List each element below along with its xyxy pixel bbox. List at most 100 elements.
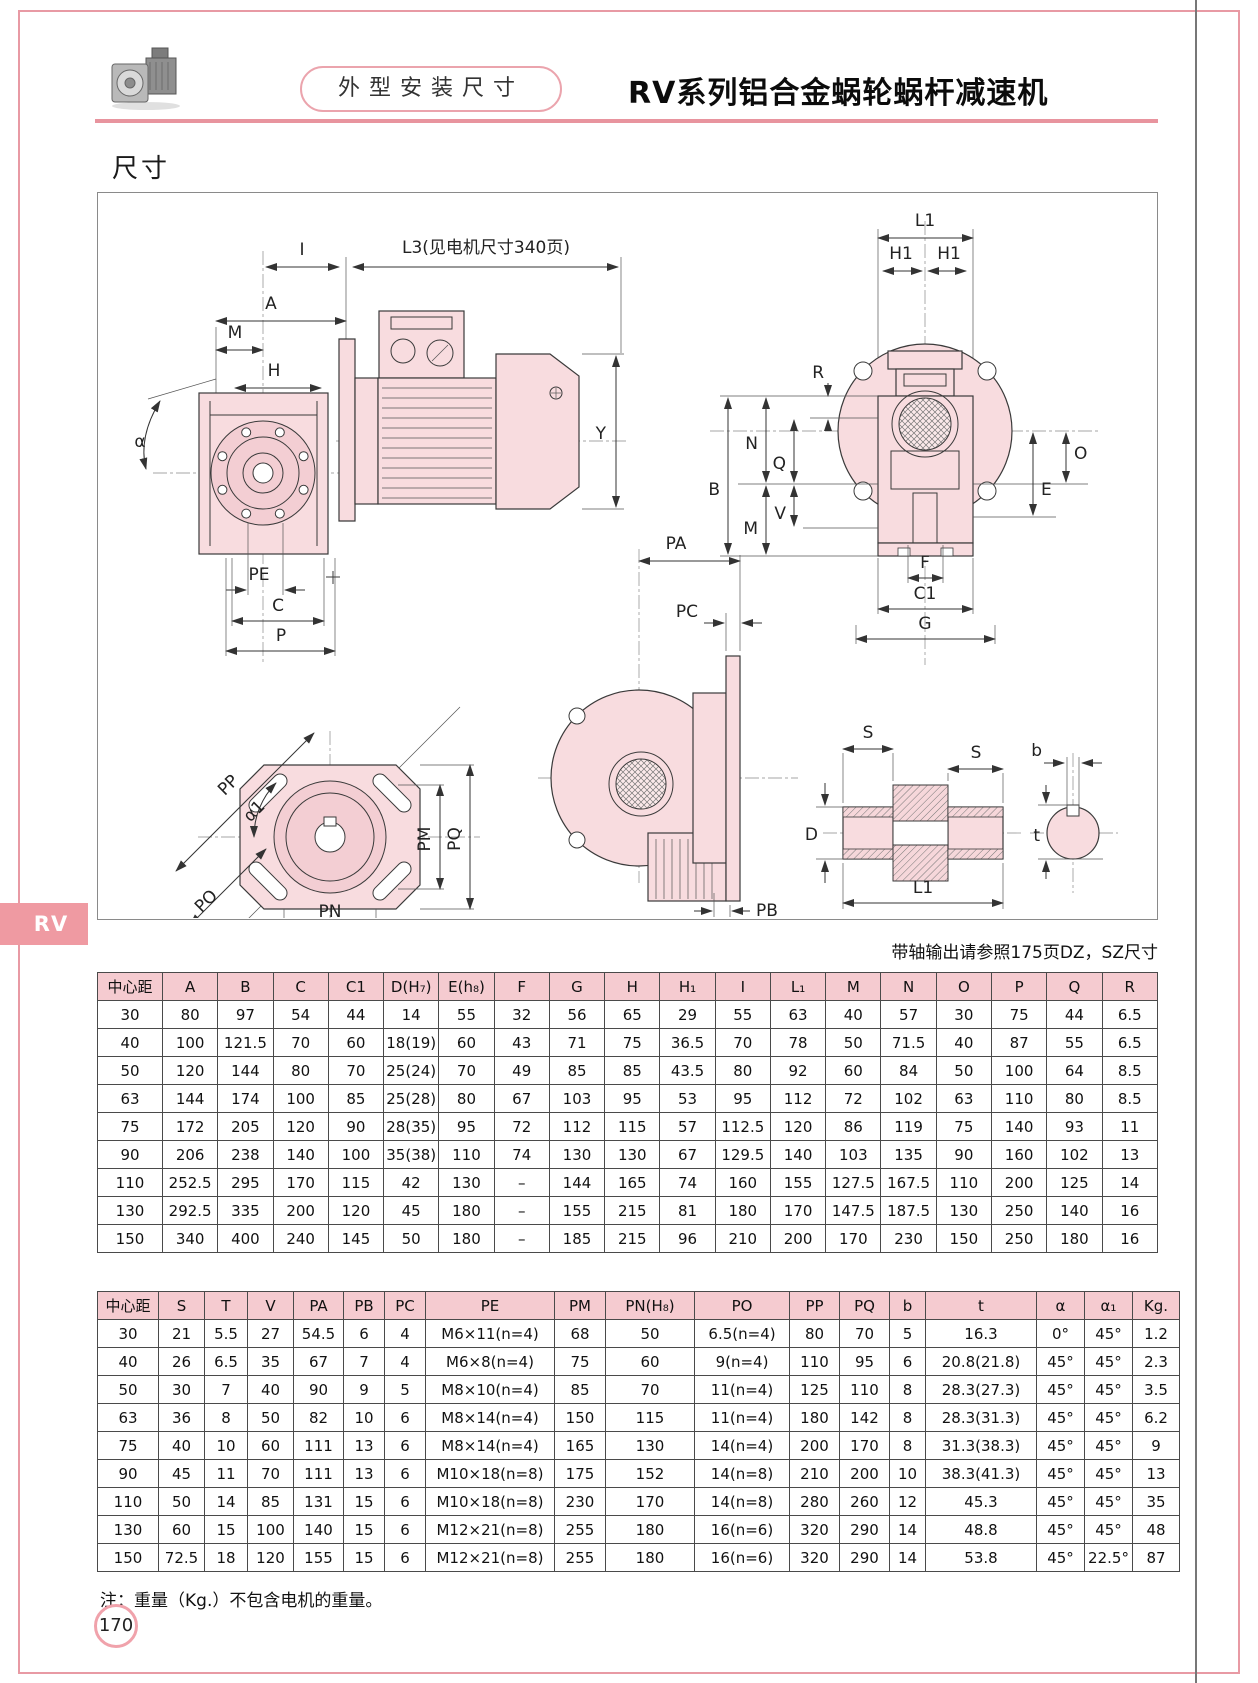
table-cell: 200 — [789, 1431, 840, 1460]
table-cell: 100 — [247, 1515, 294, 1544]
table-cell: 90 — [327, 1112, 385, 1141]
table-cell: 50 — [383, 1224, 440, 1253]
table-cell: 87 — [1132, 1543, 1180, 1572]
table-cell: 110 — [789, 1347, 840, 1376]
column-header: P — [990, 972, 1048, 1001]
table-cell: 3.5 — [1132, 1375, 1180, 1404]
dim-label-y: Y — [595, 424, 607, 444]
table-cell: 0° — [1036, 1319, 1085, 1348]
table-cell: 21 — [158, 1319, 205, 1348]
table-cell: 144 — [548, 1168, 606, 1197]
table-cell: 121.5 — [217, 1028, 274, 1057]
table-cell: 50 — [97, 1375, 159, 1404]
table-cell: 44 — [327, 1000, 385, 1029]
table-cell: 14 — [1101, 1168, 1159, 1197]
table-cell: 30 — [97, 1319, 159, 1348]
dim-label-c1: C1 — [914, 584, 937, 604]
table-cell: 95 — [604, 1084, 661, 1113]
column-header: E(h₈) — [438, 972, 495, 1001]
table-cell: 35 — [1132, 1487, 1180, 1516]
column-header: α₁ — [1084, 1291, 1133, 1320]
table-cell: 6 — [384, 1431, 426, 1460]
table-cell: 45° — [1084, 1431, 1133, 1460]
table-cell: 142 — [839, 1403, 890, 1432]
table-cell: 45° — [1036, 1403, 1085, 1432]
table-note: 带轴输出请参照175页DZ，SZ尺寸 — [891, 943, 1158, 963]
table-cell: 165 — [554, 1431, 606, 1460]
table-cell: 53 — [659, 1084, 716, 1113]
column-header: Kg. — [1132, 1291, 1180, 1320]
table-cell: – — [493, 1224, 550, 1253]
header-rule — [95, 119, 1158, 123]
table-cell: M12×21(n=8) — [425, 1515, 555, 1544]
table-cell: 75 — [604, 1028, 661, 1057]
view-shaft: S S D L1 — [805, 723, 1023, 909]
table-cell: 55 — [1046, 1028, 1103, 1057]
table-cell: 180 — [438, 1196, 495, 1225]
dim-label-pe: PE — [249, 565, 270, 585]
column-header: H — [604, 972, 661, 1001]
table-cell: 110 — [438, 1140, 495, 1169]
column-header: C1 — [327, 972, 385, 1001]
table-cell: 120 — [272, 1112, 329, 1141]
table-cell: 120 — [769, 1112, 827, 1141]
table-cell: 5 — [384, 1375, 426, 1404]
table-cell: 130 — [97, 1515, 159, 1544]
table-cell: 260 — [839, 1487, 890, 1516]
footer-note: 注：重量（Kg.）不包含电机的重量。 — [100, 1591, 383, 1611]
dim-label-m: M — [228, 323, 243, 343]
table-cell: 200 — [272, 1196, 329, 1225]
table-cell: 18 — [204, 1543, 248, 1572]
table-cell: 48.8 — [925, 1515, 1037, 1544]
table-cell: 30 — [935, 1000, 992, 1029]
table-cell: 103 — [548, 1084, 606, 1113]
column-header: PC — [384, 1291, 426, 1320]
dim-label-v: V — [774, 504, 786, 524]
view-rear: L1 H1 H1 B N Q M V — [708, 211, 1100, 665]
table-cell: 81 — [659, 1196, 716, 1225]
column-header: R — [1101, 972, 1159, 1001]
table-cell: 115 — [605, 1403, 695, 1432]
dim-label-po: PO — [191, 886, 222, 917]
table-cell: 10 — [204, 1431, 248, 1460]
table-cell: 63 — [97, 1403, 159, 1432]
table-cell: 112 — [769, 1084, 827, 1113]
table-cell: 72 — [493, 1112, 550, 1141]
table-cell: 70 — [714, 1028, 771, 1057]
table-cell: 6.5(n=4) — [694, 1319, 790, 1348]
table-cell: 130 — [605, 1431, 695, 1460]
dim-label-h1a: H1 — [889, 244, 913, 264]
table-cell: 111 — [293, 1431, 344, 1460]
table-cell: 75 — [97, 1112, 163, 1141]
table-cell: 155 — [293, 1543, 344, 1572]
table-cell: 6 — [889, 1347, 926, 1376]
table-cell: 14 — [889, 1543, 926, 1572]
table-cell: 28(35) — [383, 1112, 440, 1141]
table-cell: 90 — [97, 1140, 163, 1169]
column-header: PB — [343, 1291, 385, 1320]
table-cell: 112 — [548, 1112, 606, 1141]
table-cell: 11 — [1101, 1112, 1159, 1141]
dim-label-pc: PC — [676, 602, 698, 622]
table-cell: M10×18(n=8) — [425, 1459, 555, 1488]
table-cell: 100 — [327, 1140, 385, 1169]
table-cell: 40 — [158, 1431, 205, 1460]
table-cell: 64 — [1046, 1056, 1103, 1085]
table-cell: 14(n=4) — [694, 1431, 790, 1460]
table-cell: 206 — [161, 1140, 219, 1169]
column-header: I — [714, 972, 771, 1001]
column-header: 中心距 — [97, 1291, 159, 1320]
table-cell: 115 — [327, 1168, 385, 1197]
table-cell: 22.5° — [1084, 1543, 1133, 1572]
table-cell: 31.3(38.3) — [925, 1431, 1037, 1460]
table-cell: 6 — [384, 1543, 426, 1572]
table-cell: 8 — [889, 1375, 926, 1404]
header-badge: 外型安装尺寸 — [300, 66, 562, 112]
table-cell: 140 — [990, 1112, 1048, 1141]
table-cell: 200 — [990, 1168, 1048, 1197]
